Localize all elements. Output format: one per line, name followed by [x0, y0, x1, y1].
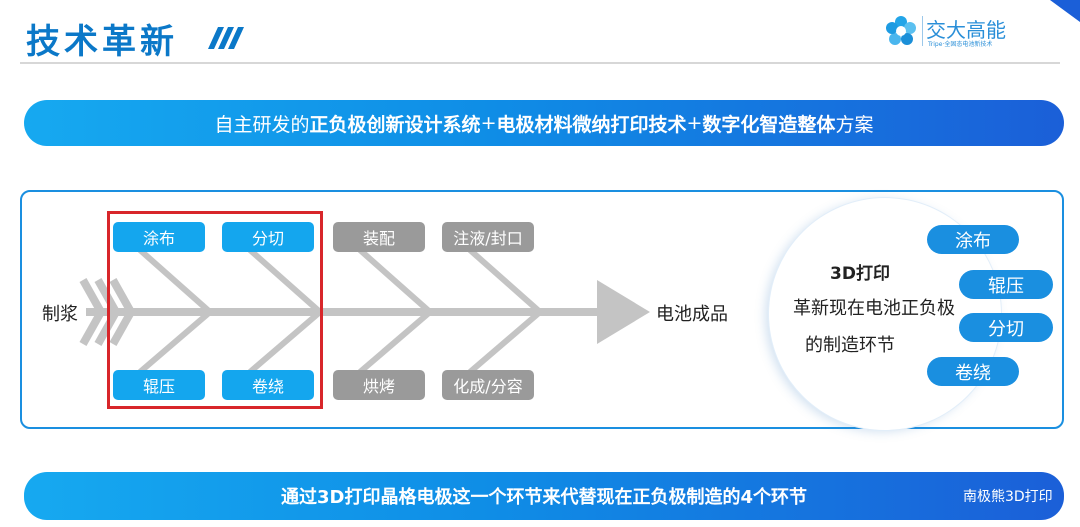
- step-rolling: 辊压: [113, 370, 205, 400]
- step-slitting: 分切: [222, 222, 314, 252]
- highlight-frame: [107, 211, 323, 409]
- company-logo: 交大高能 Tripe·全固态电池新技术: [884, 12, 1034, 52]
- logo-name: 交大高能: [926, 18, 1006, 42]
- step-winding: 卷绕: [222, 370, 314, 400]
- flower-logo-icon: [886, 16, 916, 45]
- banner-bold-1: 正负极创新设计系统: [309, 113, 481, 136]
- pill-coating: 涂布: [927, 225, 1019, 254]
- bottom-banner-text: 通过3D打印晶格电极这一个环节来代替现在正负极制造的4个环节: [281, 487, 807, 508]
- banner-plus-2: +: [686, 112, 703, 134]
- fishbone-arrowhead: [597, 280, 650, 344]
- start-label: 制浆: [42, 304, 78, 325]
- page-title: 技术革新: [26, 22, 178, 62]
- corner-decoration: [1050, 0, 1080, 22]
- circle-text-line-2: 的制造环节: [805, 335, 895, 356]
- step-injection-sealing: 注液/封口: [442, 222, 534, 252]
- pill-winding: 卷绕: [927, 357, 1019, 386]
- circle-text-line-1: 革新现在电池正负极: [793, 298, 955, 319]
- logo-separator: [922, 16, 923, 46]
- title-divider: [20, 62, 1060, 64]
- fishbone-ribs: [138, 247, 542, 375]
- watermark: 南极熊3D打印: [963, 489, 1053, 505]
- circle-title: 3D打印: [830, 264, 890, 284]
- title-slashes-decoration: [208, 27, 244, 49]
- step-baking: 烘烤: [333, 370, 425, 400]
- step-formation-grading: 化成/分容: [442, 370, 534, 400]
- top-banner: 自主研发的正负极创新设计系统+电极材料微纳打印技术+数字化智造整体方案: [24, 100, 1064, 146]
- banner-bold-2: 电极材料微纳打印技术: [496, 113, 687, 136]
- process-diagram-frame: [20, 190, 1064, 429]
- pill-slitting: 分切: [959, 313, 1053, 342]
- banner-plus-1: +: [480, 112, 497, 134]
- logo-subtitle: Tripe·全固态电池新技术: [928, 41, 993, 48]
- bottom-banner: 通过3D打印晶格电极这一个环节来代替现在正负极制造的4个环节: [24, 472, 1064, 520]
- banner-bold-3: 数字化智造整体: [702, 113, 836, 136]
- step-assembly: 装配: [333, 222, 425, 252]
- banner-text-2: 方案: [835, 113, 874, 136]
- banner-text-1: 自主研发的: [214, 113, 310, 136]
- pill-rolling: 辊压: [959, 270, 1053, 299]
- step-coating: 涂布: [113, 222, 205, 252]
- end-label: 电池成品: [656, 304, 728, 325]
